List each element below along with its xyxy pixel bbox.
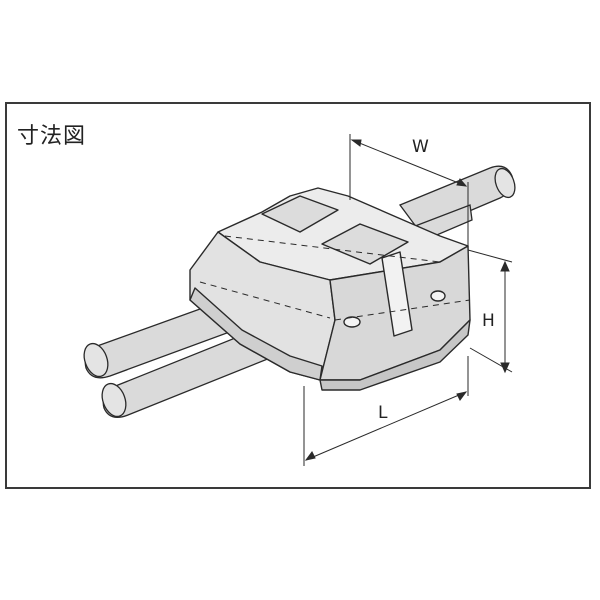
connector-side-skirt — [319, 319, 471, 391]
figure-title: 寸法図 — [17, 124, 87, 149]
l-arrow-right — [456, 391, 468, 401]
h-arrow-top — [500, 260, 510, 272]
w-label: W — [412, 137, 429, 157]
top-tab-right — [321, 223, 409, 265]
front-cable-upper-end — [83, 342, 109, 378]
front-cable-lower-end — [101, 382, 127, 418]
hidden-line-top — [224, 235, 441, 263]
w-arrow-left — [350, 139, 362, 147]
latch-slot — [381, 251, 413, 337]
h-label: H — [482, 311, 495, 331]
w-arrow-right — [456, 178, 468, 187]
back-cable-upper-end — [494, 167, 516, 199]
side-pin-right — [430, 290, 446, 302]
front-cables — [83, 299, 286, 418]
hidden-line-front — [199, 281, 331, 319]
connector-front-skirt — [189, 287, 323, 381]
side-pin-left — [343, 316, 361, 328]
connector-body — [189, 187, 471, 391]
hidden-line-side — [334, 299, 471, 321]
l-label: L — [378, 403, 388, 423]
w-dimension-line — [351, 139, 467, 187]
h-arrow-bottom — [500, 362, 510, 374]
l-dimension-line — [305, 391, 467, 461]
top-tab-left — [261, 195, 339, 233]
dimension-lines — [303, 134, 513, 466]
l-arrow-left — [304, 451, 316, 461]
h-extension-top — [467, 249, 513, 263]
